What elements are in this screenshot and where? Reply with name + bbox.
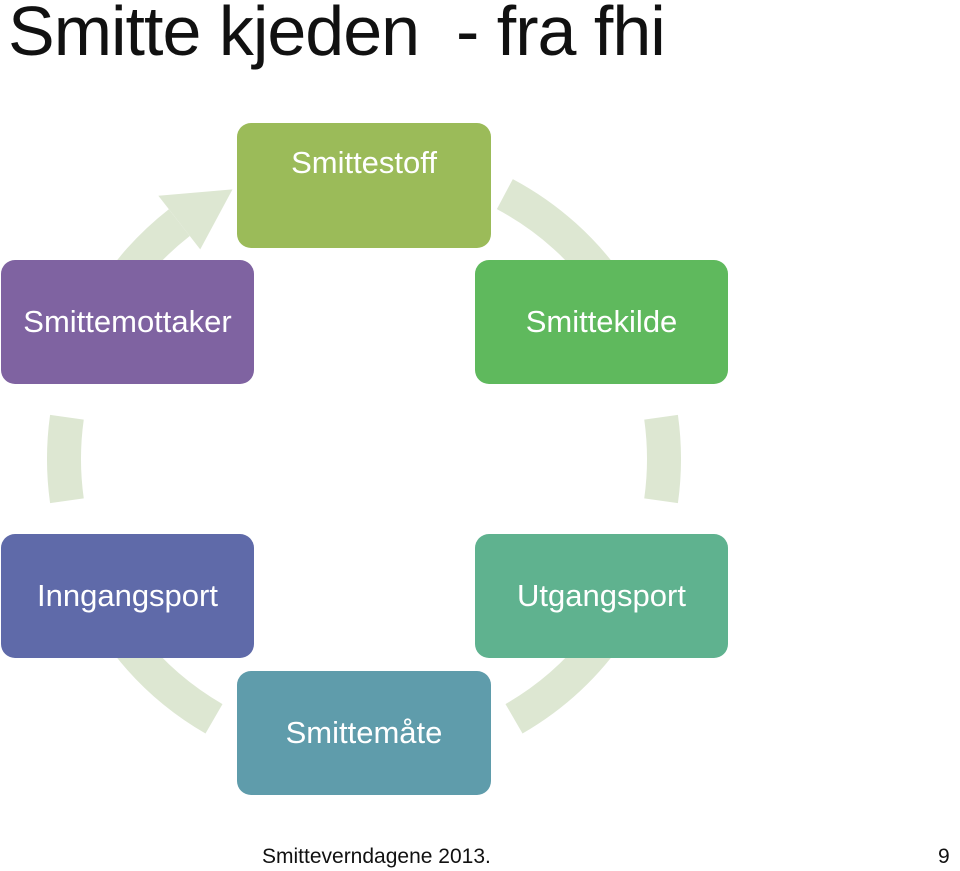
- slide-title: Smitte kjeden - fra fhi: [8, 0, 666, 70]
- node-inngangsport: Inngangsport: [1, 534, 254, 658]
- arrow-head-icon: [158, 189, 233, 250]
- node-label: Smittekilde: [525, 304, 678, 339]
- ring-segment-5: [47, 414, 84, 504]
- ring-segment-2: [644, 414, 681, 504]
- slide-footer: Smitteverndagene 2013.: [262, 845, 491, 868]
- node-smittestoff: Smittestoff: [237, 123, 491, 248]
- node-label: Smittemottaker: [23, 304, 232, 339]
- node-label: Inngangsport: [37, 578, 218, 613]
- node-smittekilde: Smittekilde: [475, 260, 728, 384]
- node-utgangsport: Utgangsport: [475, 534, 728, 658]
- node-label: Smittemåte: [285, 715, 443, 750]
- node-smittemottaker: Smittemottaker: [1, 260, 254, 384]
- page-number: 9: [938, 845, 950, 868]
- node-label: Utgangsport: [517, 578, 686, 613]
- node-label: Smittestoff: [291, 145, 437, 180]
- node-smittemate: Smittemåte: [237, 671, 491, 795]
